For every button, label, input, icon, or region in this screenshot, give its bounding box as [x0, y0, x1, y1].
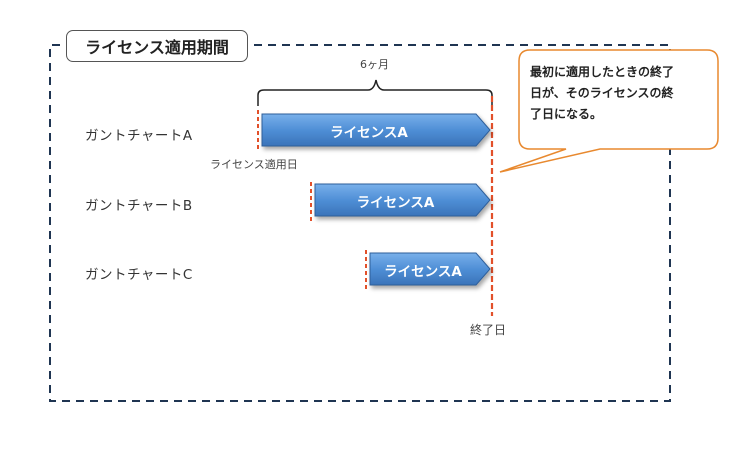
- callout-line-2: 日が、そのライセンスの終: [530, 86, 674, 100]
- duration-brace: [257, 79, 493, 106]
- callout-bubble: [499, 49, 719, 173]
- license-bar-b: [314, 183, 491, 217]
- row-label-c: ガントチャートC: [85, 267, 193, 283]
- dashed-frame: [49, 44, 671, 402]
- license-bar-a: [261, 113, 491, 147]
- row-label-b: ガントチャートB: [85, 198, 193, 214]
- callout-line-3: 了日になる。: [530, 107, 603, 121]
- bar-label-a: ライセンスA: [330, 125, 408, 141]
- callout-line-1: 最初に適用したときの終了: [530, 65, 675, 79]
- row-label-a: ガントチャートA: [85, 128, 193, 144]
- duration-label: 6ヶ月: [360, 58, 389, 71]
- bar-label-c: ライセンスA: [384, 264, 462, 280]
- bar-label-b: ライセンスA: [356, 195, 435, 211]
- end-date-label: 終了日: [470, 323, 507, 337]
- start-date-label: ライセンス適用日: [210, 158, 298, 171]
- license-bar-c: [369, 252, 491, 286]
- diagram-title: ライセンス適用期間: [66, 30, 248, 62]
- callout-text: 最初に適用したときの終了 日が、そのライセンスの終 了日になる。: [530, 62, 710, 125]
